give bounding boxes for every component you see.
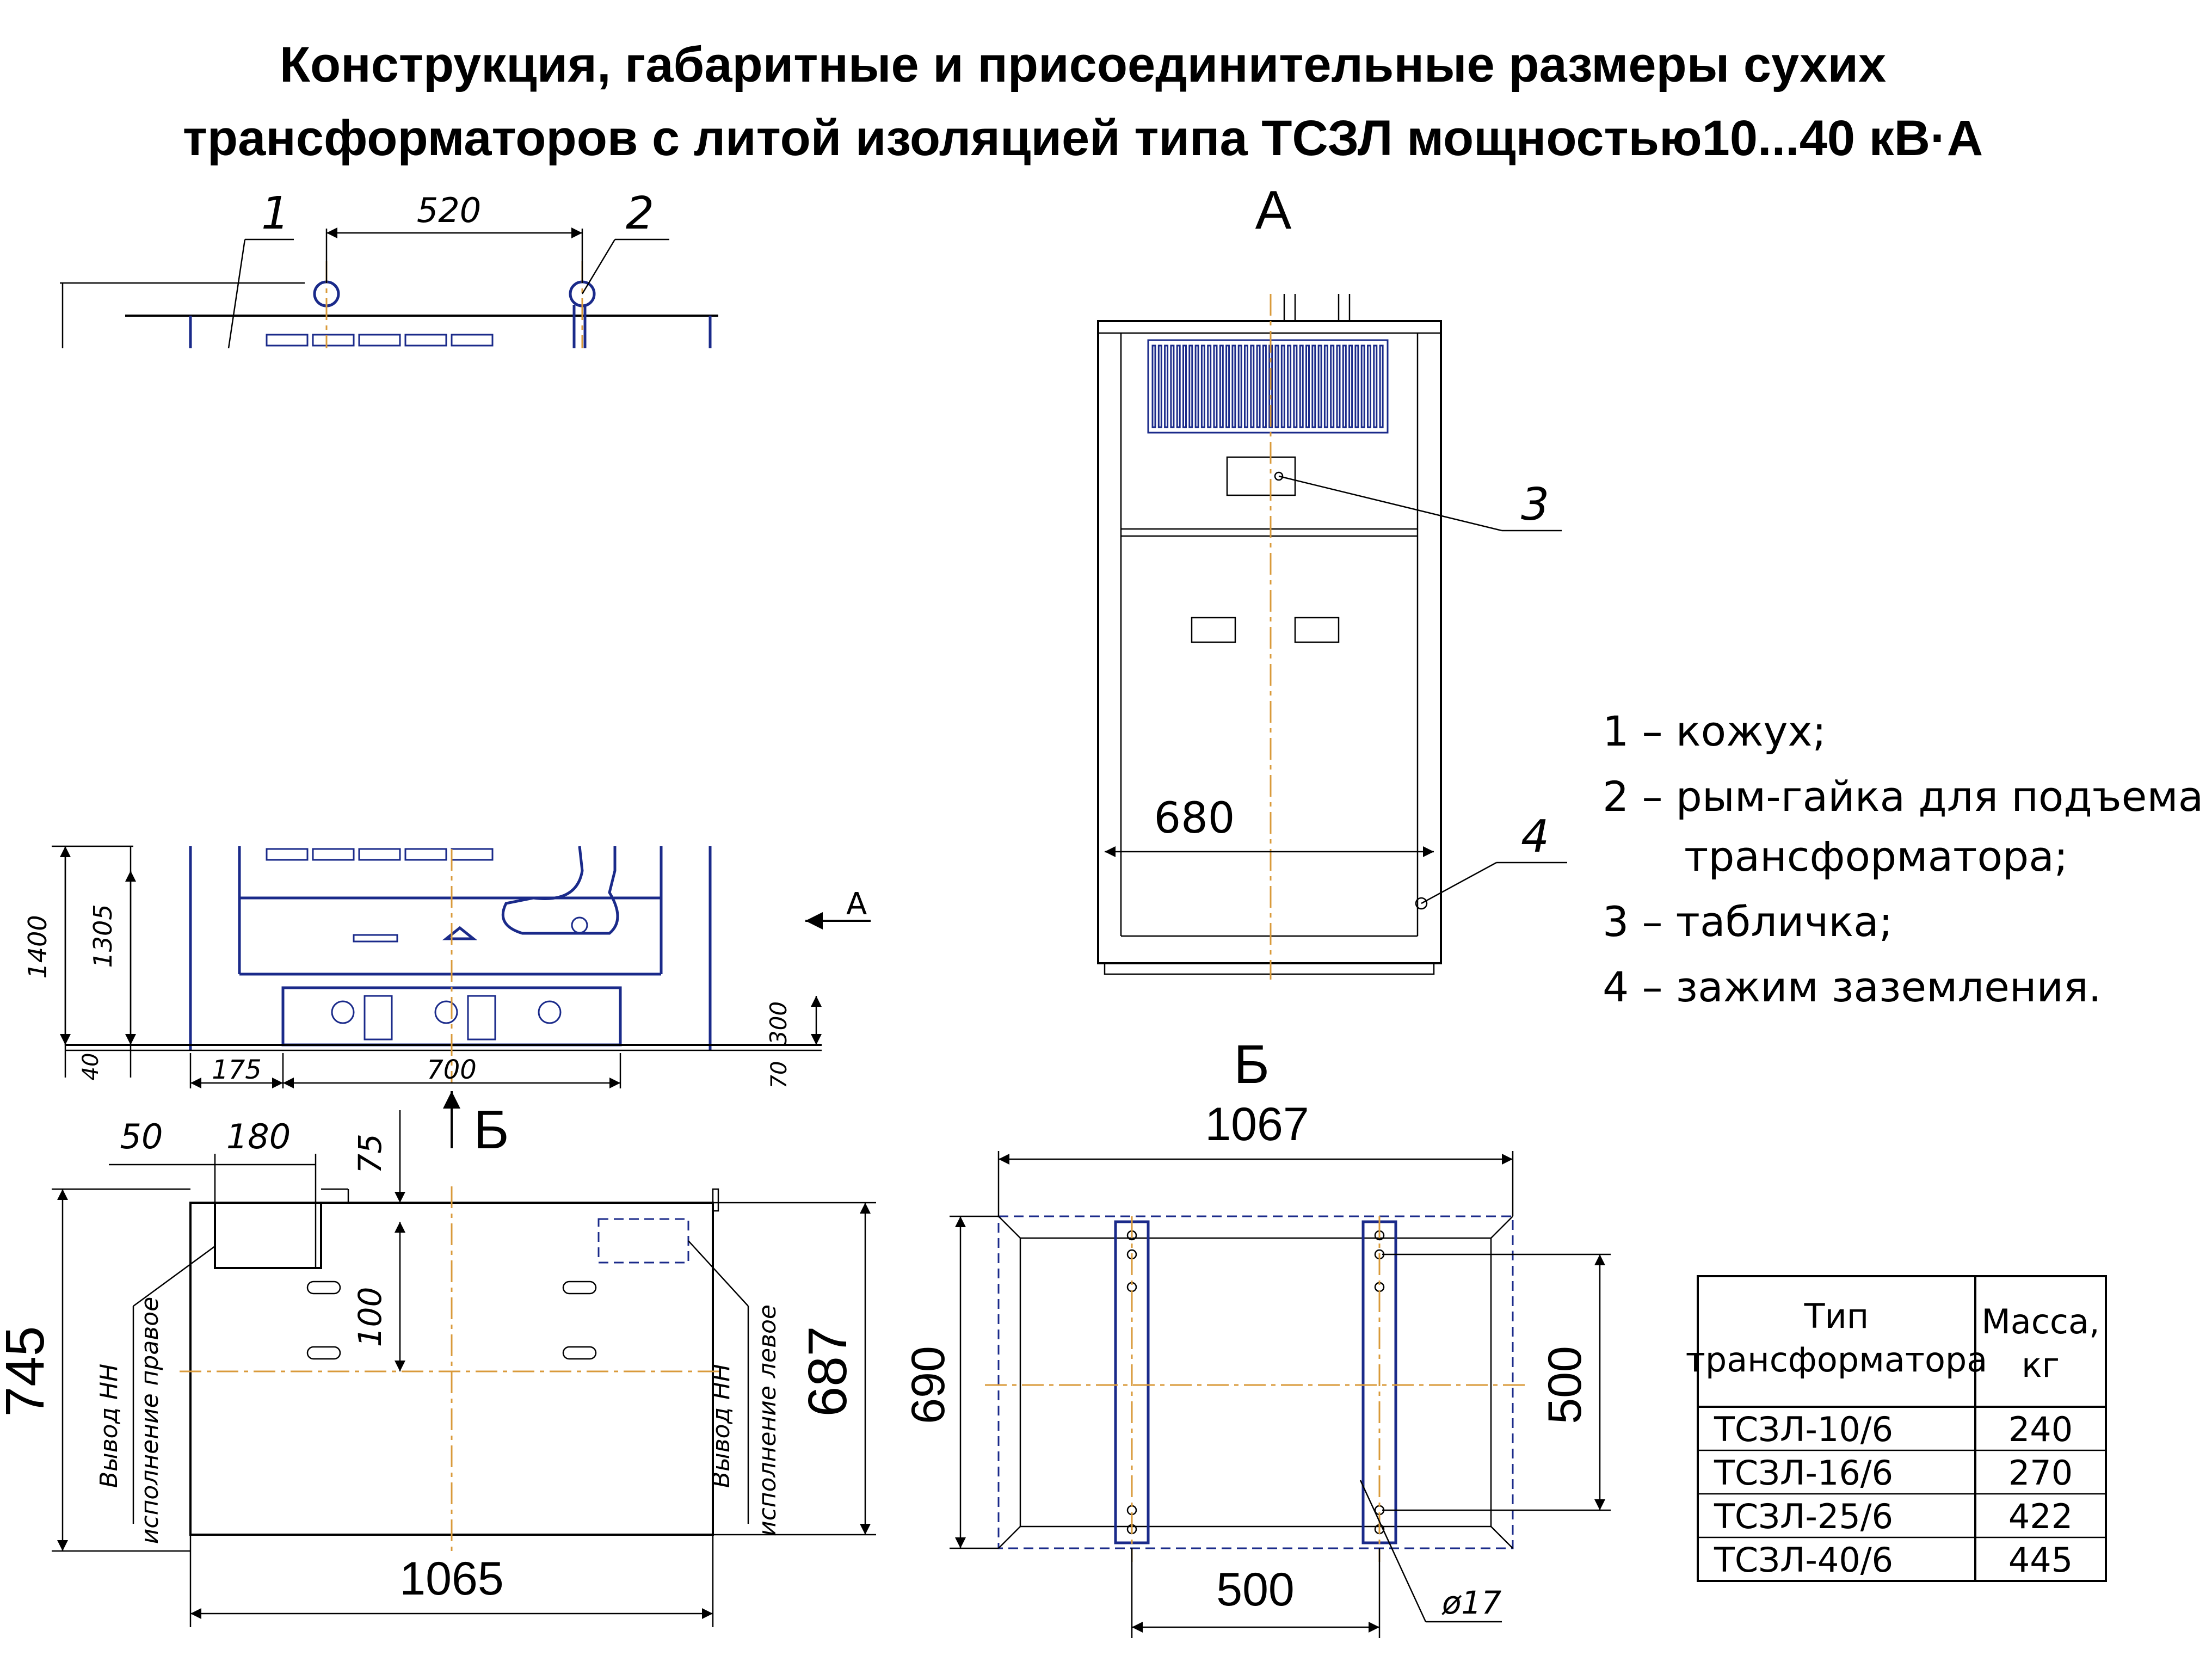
vent-slat bbox=[1305, 344, 1310, 428]
table-row-1-type: ТСЗЛ-10/6 bbox=[1714, 1410, 1893, 1449]
vent-slat bbox=[1348, 344, 1353, 428]
legend-item-2-cont: трансформатора; bbox=[1684, 832, 2068, 881]
base-view-label: Б bbox=[1234, 1034, 1270, 1095]
callout-3: 3 bbox=[1521, 479, 1549, 531]
title-line-1: Конструкция, габаритные и присоединитель… bbox=[280, 37, 1886, 93]
table-header-type-2: трансформатора bbox=[1686, 1340, 1988, 1380]
table-row-2-mass: 270 bbox=[2008, 1453, 2073, 1493]
vent-slat bbox=[1379, 344, 1384, 428]
table-header-type-1: Тип bbox=[1804, 1296, 1869, 1336]
vent-slat bbox=[1280, 344, 1285, 428]
section-arrow-b: Б bbox=[473, 1099, 509, 1160]
dim-300: 300 bbox=[765, 1001, 792, 1045]
vent-slat bbox=[1360, 344, 1365, 428]
vent-slat bbox=[1182, 344, 1187, 428]
lv-left-label-1: Вывод НН bbox=[707, 1364, 735, 1488]
front-view: А 3 4 680 bbox=[1097, 180, 1567, 980]
vent-slat bbox=[1200, 344, 1205, 428]
mass-table: Тип трансформатора Масса, кг ТСЗЛ-10/6 2… bbox=[1686, 1275, 2107, 1582]
legend-item-1: 1 – кожух; bbox=[1603, 707, 1826, 755]
dim-75: 75 bbox=[352, 1134, 389, 1174]
lv-right-label-2: исполнение правое bbox=[136, 1297, 164, 1544]
vent-slat bbox=[1164, 344, 1169, 428]
dim-700: 700 bbox=[427, 1055, 477, 1085]
table-row-2-type: ТСЗЛ-16/6 bbox=[1714, 1453, 1893, 1493]
table-row-3-mass: 422 bbox=[2008, 1497, 2073, 1536]
table-row-1-mass: 240 bbox=[2008, 1410, 2073, 1449]
dim-40: 40 bbox=[78, 1053, 103, 1081]
vent-slat bbox=[1170, 344, 1175, 428]
base-view: Б 1067 690 500 bbox=[902, 1034, 1611, 1638]
dim-500-vertical: 500 bbox=[1539, 1346, 1591, 1424]
vent-slat bbox=[1194, 344, 1199, 428]
dim-1400: 1400 bbox=[23, 915, 52, 978]
vent-slat bbox=[1213, 344, 1218, 428]
section-arrow-a: A bbox=[846, 887, 867, 922]
callout-2: 2 bbox=[626, 188, 654, 239]
vent-slat bbox=[1342, 344, 1347, 428]
vent-slat bbox=[1262, 344, 1267, 428]
dim-hole-diameter: ø17 bbox=[1441, 1584, 1501, 1621]
dim-1065: 1065 bbox=[399, 1553, 503, 1605]
legend-item-3: 3 – табличка; bbox=[1603, 897, 1893, 946]
vent-slat bbox=[1274, 344, 1279, 428]
table-row-4-mass: 445 bbox=[2008, 1540, 2073, 1580]
dim-180: 180 bbox=[226, 1117, 291, 1156]
dim-70: 70 bbox=[767, 1061, 792, 1089]
vent-slat bbox=[1250, 344, 1255, 428]
vent-slat bbox=[1293, 344, 1298, 428]
plan-view: Вывод НН исполнение правое Вывод НН испо… bbox=[0, 1110, 876, 1627]
dim-50: 50 bbox=[120, 1117, 163, 1156]
dim-175: 175 bbox=[212, 1055, 262, 1085]
vent-slat bbox=[1367, 344, 1371, 428]
legend: 1 – кожух; 2 – рым-гайка для подъема тра… bbox=[1603, 707, 2203, 1011]
vent-slat bbox=[1354, 344, 1359, 428]
dim-680: 680 bbox=[1154, 794, 1235, 843]
vent-slat bbox=[1151, 344, 1156, 428]
vent-slat bbox=[1330, 344, 1335, 428]
table-header-mass-2: кг bbox=[2022, 1345, 2060, 1385]
vent-slat bbox=[1336, 344, 1341, 428]
front-vent-grille bbox=[1151, 344, 1384, 428]
legend-item-4: 4 – зажим заземления. bbox=[1603, 963, 2102, 1011]
dim-1305: 1305 bbox=[88, 904, 118, 968]
dim-1067: 1067 bbox=[1205, 1098, 1309, 1150]
vent-slat bbox=[1287, 344, 1292, 428]
legend-item-2: 2 – рым-гайка для подъема bbox=[1603, 772, 2203, 821]
vent-slat bbox=[1256, 344, 1261, 428]
vent-slat bbox=[1219, 344, 1224, 428]
callout-1: 1 bbox=[261, 188, 289, 239]
dim-687: 687 bbox=[797, 1326, 858, 1417]
vent-slat bbox=[1207, 344, 1212, 428]
vent-slat bbox=[1231, 344, 1236, 428]
dim-500-horizontal: 500 bbox=[1216, 1564, 1295, 1616]
dim-745: 745 bbox=[0, 1326, 56, 1417]
vent-slat bbox=[1299, 344, 1304, 428]
dim-520: 520 bbox=[417, 190, 481, 230]
vent-slat bbox=[1176, 344, 1181, 428]
vent-slat bbox=[1317, 344, 1322, 428]
side-view: 520 1 2 bbox=[23, 188, 871, 1160]
table-row-4-type: ТСЗЛ-40/6 bbox=[1714, 1540, 1893, 1580]
vent-slat bbox=[1373, 344, 1378, 428]
vent-slat bbox=[1244, 344, 1248, 428]
lv-right-label-1: Вывод НН bbox=[95, 1364, 123, 1488]
vent-slat bbox=[1311, 344, 1316, 428]
vent-slat bbox=[1188, 344, 1193, 428]
front-view-label: А bbox=[1255, 180, 1292, 241]
vent-slat bbox=[1225, 344, 1230, 428]
table-row-3-type: ТСЗЛ-25/6 bbox=[1714, 1497, 1893, 1536]
title-line-2: трансформаторов с литой изоляцией типа Т… bbox=[183, 110, 1983, 166]
vent-slat bbox=[1237, 344, 1242, 428]
lv-left-label-2: исполнение левое bbox=[754, 1304, 781, 1536]
dim-690: 690 bbox=[902, 1346, 954, 1424]
callout-4: 4 bbox=[1521, 811, 1549, 863]
vent-slat bbox=[1157, 344, 1162, 428]
table-header-mass-1: Масса, bbox=[1981, 1302, 2099, 1341]
dim-100: 100 bbox=[352, 1287, 389, 1347]
vent-slat bbox=[1323, 344, 1328, 428]
